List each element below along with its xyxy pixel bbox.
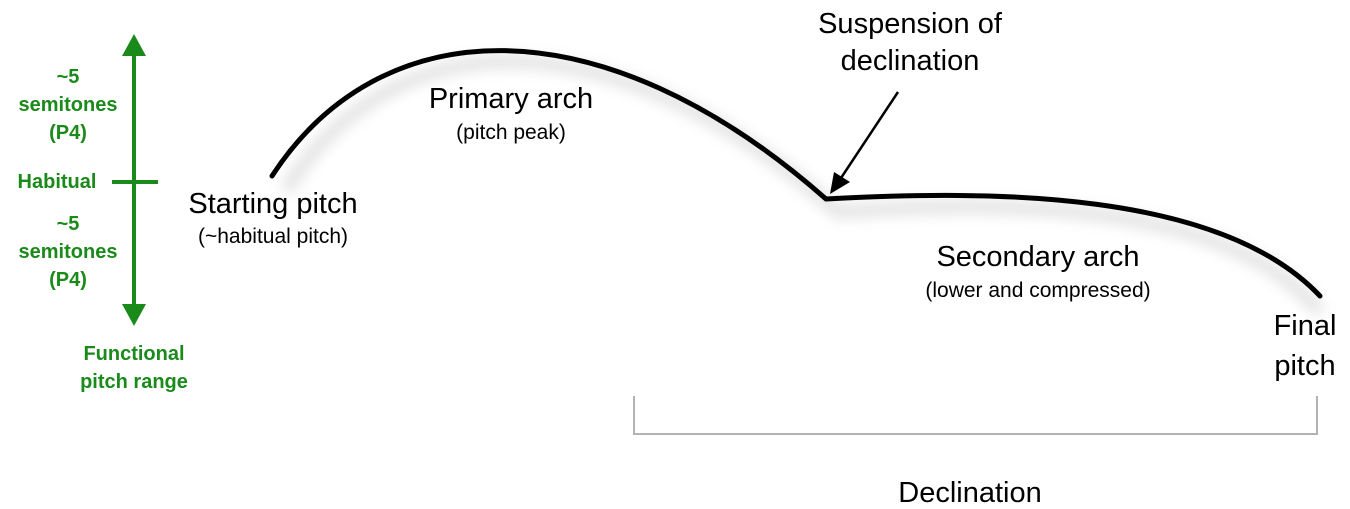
final-pitch-label: Final pitch: [1262, 306, 1348, 386]
upper-range-line-3: (P4): [49, 122, 87, 144]
primary-arch-sub: (pitch peak): [456, 121, 566, 144]
final-pitch-line-1: Final: [1273, 310, 1337, 342]
starting-pitch-title: Starting pitch: [188, 188, 358, 220]
lower-range-line-1: ~5: [56, 213, 80, 235]
functional-range-caption: Functional pitch range: [54, 340, 214, 396]
lower-range-label: ~5 semitones (P4): [8, 210, 128, 294]
lower-range-line-2: semitones: [18, 241, 118, 263]
upper-range-label: ~5 semitones (P4): [8, 63, 128, 147]
declination-label: Declination: [898, 477, 1042, 509]
functional-range-arrow: [112, 34, 158, 326]
lower-range-line-3: (P4): [49, 269, 87, 291]
habitual-label: Habitual: [17, 171, 97, 193]
caption-line-2: pitch range: [80, 371, 188, 393]
starting-pitch-sub: (~habitual pitch): [197, 225, 348, 248]
primary-arch-title: Primary arch: [428, 83, 594, 115]
pitch-contour-line: [269, 48, 1323, 299]
suspension-label: Suspension of declination: [770, 6, 1050, 80]
suspension-pointer-arrow: [830, 91, 900, 194]
upper-range-line-1: ~5: [56, 66, 80, 88]
caption-line-1: Functional: [83, 343, 185, 365]
upper-range-line-2: semitones: [18, 94, 118, 116]
primary-arch-label: Primary arch (pitch peak): [396, 83, 626, 144]
suspension-line-2: declination: [840, 45, 980, 77]
secondary-arch-title: Secondary arch: [936, 241, 1140, 273]
secondary-arch-label: Secondary arch (lower and compressed): [868, 241, 1208, 302]
declination-bracket: [633, 396, 1318, 435]
suspension-line-1: Suspension of: [818, 8, 1002, 40]
final-pitch-line-2: pitch: [1274, 350, 1336, 382]
starting-pitch-label: Starting pitch (~habitual pitch): [166, 188, 380, 248]
secondary-arch-sub: (lower and compressed): [925, 279, 1151, 302]
